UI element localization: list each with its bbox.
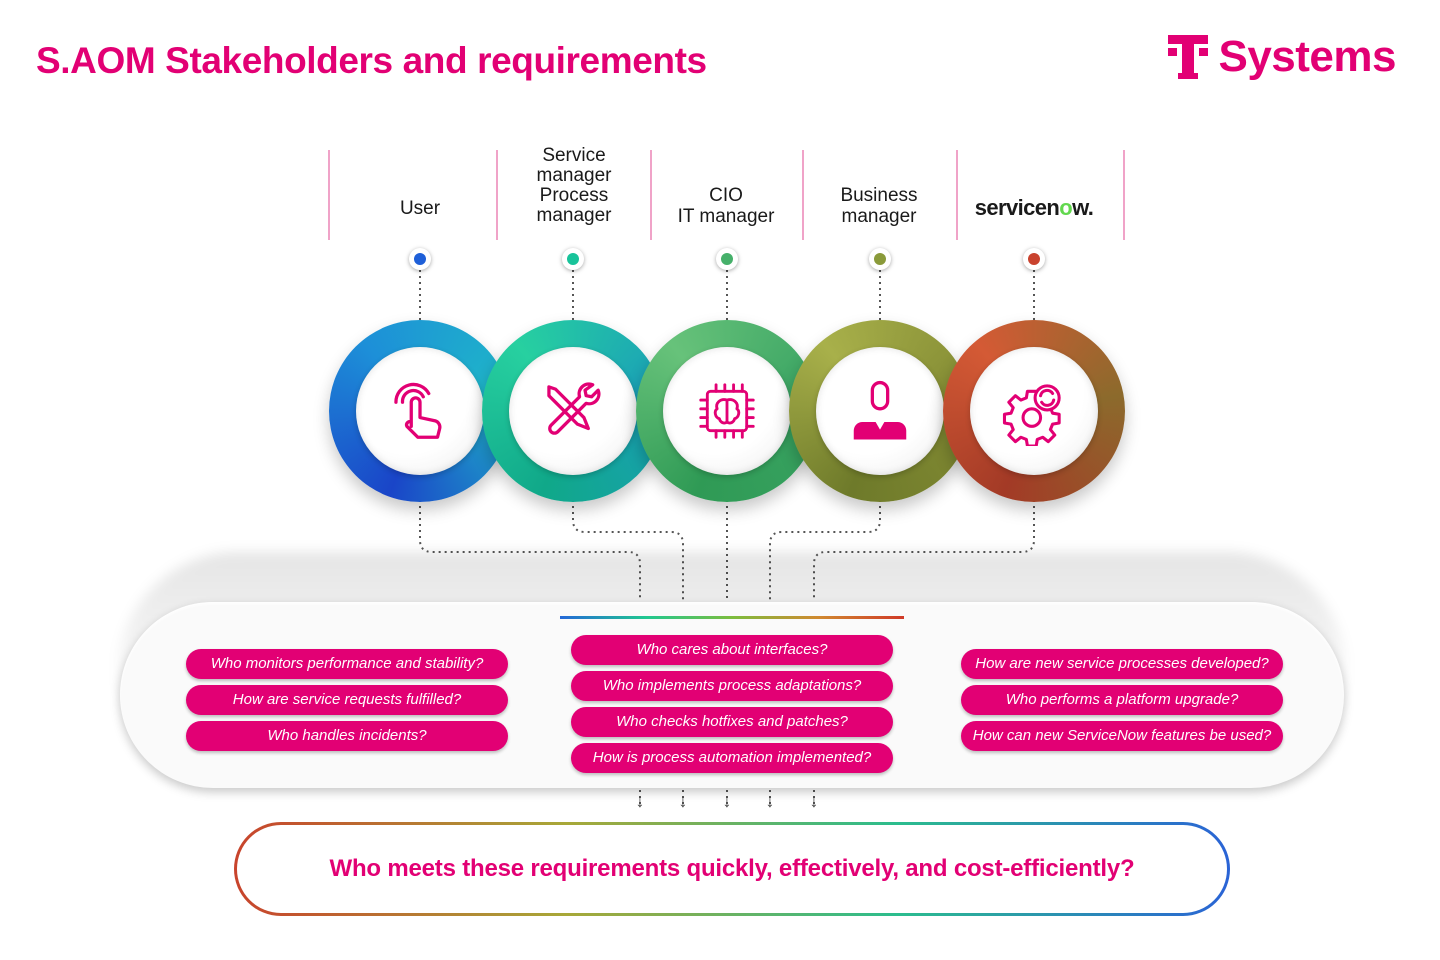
user-dot-marker <box>414 253 426 265</box>
down-arrow-icon: ↓ <box>765 791 775 811</box>
page-title: S.AOM Stakeholders and requirements <box>36 40 707 81</box>
stakeholder-business-manager-label: Business manager <box>840 185 918 227</box>
stakeholder-divider <box>802 150 804 240</box>
stakeholder-cio-it-manager-label: CIO IT manager <box>677 185 775 227</box>
t-systems-logo: Systems <box>1168 32 1396 82</box>
panel-accent-line <box>560 616 904 619</box>
question-pill: How are service requests fulfilled? <box>186 685 508 715</box>
question-pill: Who implements process adaptations? <box>571 671 893 701</box>
cio-dot-marker <box>721 253 733 265</box>
stakeholder-divider <box>1123 150 1125 240</box>
stakeholder-divider <box>956 150 958 240</box>
question-pill: Who monitors performance and stability? <box>186 649 508 679</box>
user-ring <box>329 320 511 502</box>
question-pill: How can new ServiceNow features be used? <box>961 721 1283 751</box>
question-column-center: Who cares about interfaces? Who implemen… <box>571 635 893 773</box>
servicenow-dot-marker <box>1028 253 1040 265</box>
question-pill: How are new service processes developed? <box>961 649 1283 679</box>
conclusion-question: Who meets these requirements quickly, ef… <box>329 855 1135 882</box>
question-pill: Who cares about interfaces? <box>571 635 893 665</box>
stakeholder-user-label: User <box>399 198 441 219</box>
wrench-screwdriver-icon <box>547 382 601 435</box>
stakeholder-service-process-manager-label: Service manager Process manager <box>536 145 612 226</box>
question-pill: How is process automation implemented? <box>571 743 893 773</box>
stakeholder-divider <box>650 150 652 240</box>
down-arrow-icon: ↓ <box>635 791 645 811</box>
business-manager-ring <box>789 320 971 502</box>
gear-refresh-icon <box>1002 384 1061 446</box>
stakeholder-divider <box>328 150 330 240</box>
service-manager-ring <box>482 320 664 502</box>
brand-name: Systems <box>1218 32 1396 81</box>
brain-chip-icon <box>699 383 755 439</box>
stakeholder-service-manager-dot <box>562 248 584 270</box>
business-person-icon <box>853 380 907 440</box>
service-manager-dot-marker <box>567 253 579 265</box>
question-pill: Who performs a platform upgrade? <box>961 685 1283 715</box>
question-pill: Who handles incidents? <box>186 721 508 751</box>
conclusion-box: Who meets these requirements quickly, ef… <box>234 822 1230 916</box>
stakeholder-divider <box>496 150 498 240</box>
down-arrow-icon: ↓ <box>809 791 819 811</box>
stakeholder-business-manager-dot <box>869 248 891 270</box>
touch-hand-icon <box>394 382 442 439</box>
down-arrow-icon: ↓ <box>722 791 732 811</box>
cio-ring <box>636 320 818 502</box>
telekom-t-icon <box>1168 35 1209 79</box>
servicenow-logo: servicenow. <box>974 195 1094 220</box>
question-column-left: Who monitors performance and stability? … <box>186 649 508 751</box>
down-arrow-icon: ↓ <box>678 791 688 811</box>
stakeholder-user-dot <box>409 248 431 270</box>
question-pill: Who checks hotfixes and patches? <box>571 707 893 737</box>
stakeholder-cio-dot <box>716 248 738 270</box>
question-column-right: How are new service processes developed?… <box>961 649 1283 751</box>
servicenow-ring <box>943 320 1125 502</box>
business-manager-dot-marker <box>874 253 886 265</box>
stakeholder-servicenow-dot <box>1023 248 1045 270</box>
